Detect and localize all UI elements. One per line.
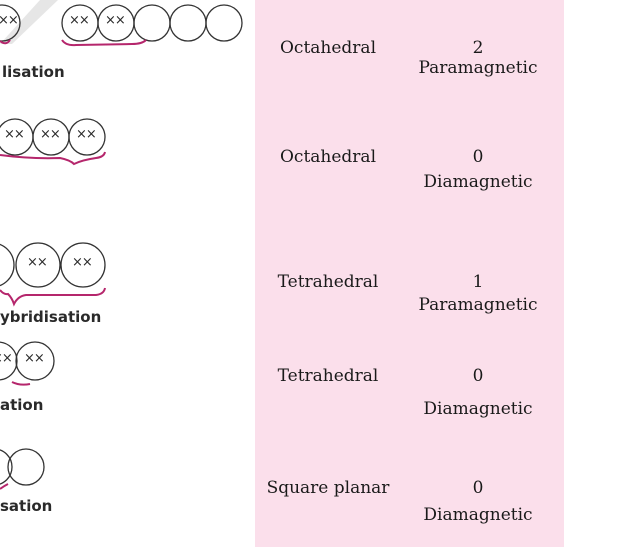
hybridisation-label: lisation <box>2 63 65 81</box>
magnetic-property-cell: Diamagnetic <box>423 505 533 525</box>
unpaired-electrons-cell: 0 <box>472 147 484 167</box>
properties-table-column <box>255 0 564 547</box>
orbital-mark: ×× <box>27 255 48 270</box>
geometry-cell: Octahedral <box>279 38 376 58</box>
orbital-mark: ×× <box>40 127 61 142</box>
brace-row-4 <box>11 381 31 386</box>
magnetic-property-cell: Paramagnetic <box>418 295 538 315</box>
orbital-mark: ×× <box>72 255 93 270</box>
orbital-mark: ×× <box>0 351 13 366</box>
orbital-diagrams <box>0 0 243 490</box>
unpaired-electrons-cell: 2 <box>472 38 484 58</box>
orbital-row-1 <box>0 4 243 42</box>
geometry-cell: Tetrahedral <box>277 272 379 292</box>
magnetic-property-cell: Diamagnetic <box>423 399 533 419</box>
brace-row-1 <box>0 39 11 45</box>
orbital-mark: ×× <box>76 127 97 142</box>
orbital-mark: ×× <box>69 13 90 28</box>
unpaired-electrons-cell: 0 <box>472 478 484 498</box>
brace-row-1b <box>61 39 147 47</box>
hybridisation-label: ation <box>0 396 44 414</box>
orbital-mark: ×× <box>4 127 25 142</box>
orbital-row-3 <box>0 242 106 288</box>
brace-row-3 <box>0 287 106 307</box>
orbital-row-2 <box>0 118 106 156</box>
hybridisation-label: sation <box>0 497 53 515</box>
orbital-mark: ×× <box>24 351 45 366</box>
geometry-cell: Square planar <box>266 478 390 498</box>
brace-row-2 <box>0 151 106 166</box>
watermark-stroke <box>0 0 58 44</box>
hybridisation-label: ybridisation <box>0 308 102 326</box>
magnetic-property-cell: Paramagnetic <box>418 58 538 78</box>
unpaired-electrons-cell: 0 <box>472 366 484 386</box>
page-margin <box>564 0 638 547</box>
orbital-row-4 <box>0 341 55 381</box>
orbital-row-5 <box>0 448 45 486</box>
orbital-mark: ×× <box>105 13 126 28</box>
unpaired-electrons-cell: 1 <box>472 272 484 292</box>
brace-row-5 <box>0 483 9 490</box>
orbital-diagram-panel: ×× ×× ×× ×× ×× ×× ×× ×× ×× ×× lisation y… <box>0 0 255 547</box>
magnetic-property-cell: Diamagnetic <box>423 172 533 192</box>
orbital-mark: ×× <box>0 13 19 28</box>
geometry-cell: Octahedral <box>279 147 376 167</box>
geometry-cell: Tetrahedral <box>277 366 379 386</box>
